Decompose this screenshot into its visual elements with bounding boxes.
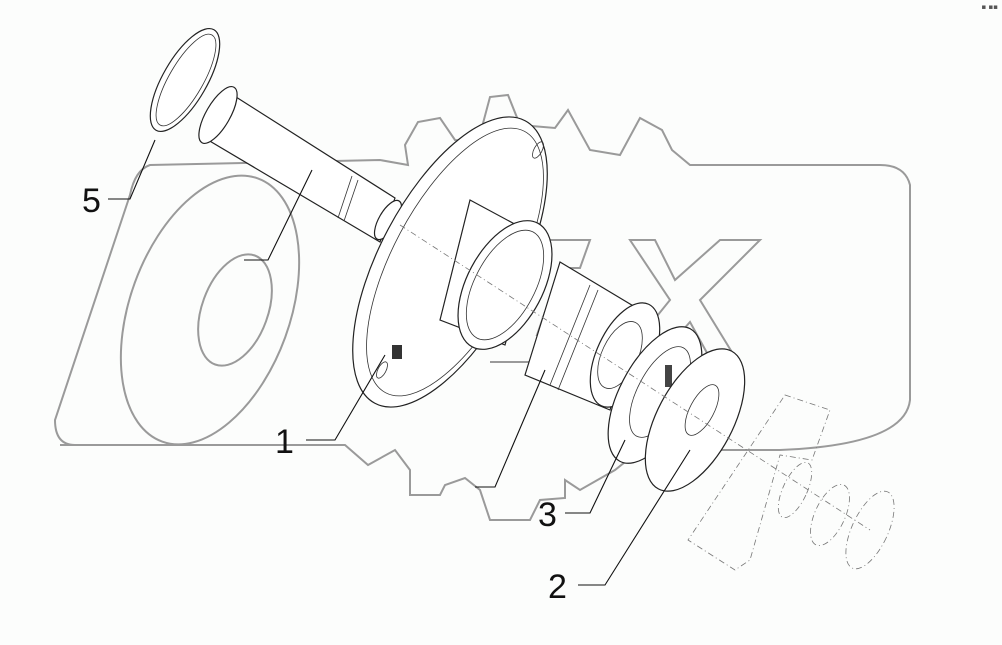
ghost-mounting-assembly — [399, 224, 895, 571]
callout-1: 1 — [275, 423, 294, 461]
leader-lines — [108, 139, 691, 586]
callout-3: 3 — [538, 496, 557, 534]
part-seal-ring — [149, 27, 221, 133]
part-bearing-sleeve — [524, 261, 661, 411]
part-axle-pin — [198, 86, 403, 243]
callout-2: 2 — [548, 568, 567, 606]
corner-mark: ▪ ▪▪ — [981, 3, 998, 11]
part-bearing-disc — [607, 326, 703, 464]
part-hub-flange — [352, 116, 553, 408]
callout-4: 5 — [82, 182, 101, 220]
